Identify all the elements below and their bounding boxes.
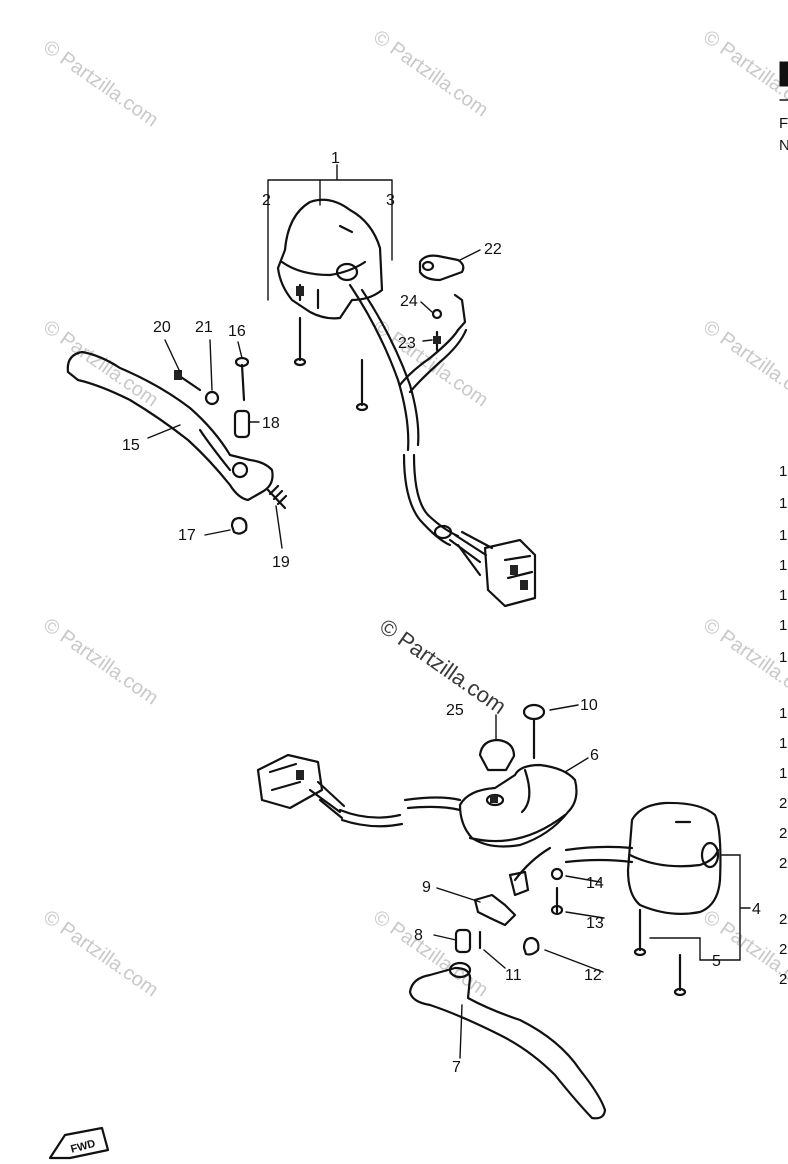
callout-19: 19 (272, 554, 290, 571)
callout-2: 2 (262, 192, 271, 209)
edge-digit: 1 (779, 587, 787, 604)
lower-assembly: FWD (48, 703, 751, 1160)
fwd-indicator: FWD (48, 1126, 110, 1160)
washer-24 (431, 308, 443, 320)
watermark-layer: © Partzilla.com © Partzilla.com © Partzi… (39, 26, 788, 1001)
collar-8 (454, 928, 472, 954)
edge-digit: 1 (779, 557, 787, 574)
edge-digit: 2 (779, 941, 787, 958)
edge-digit: 2 (779, 795, 787, 812)
edge-digit: 2 (779, 855, 787, 872)
callout-21: 21 (195, 319, 213, 336)
callout-14: 14 (586, 875, 604, 892)
callout-20: 20 (153, 319, 171, 336)
callout-4: 4 (752, 901, 761, 918)
watermark-text: © Partzilla.com (369, 316, 492, 411)
nut-17 (230, 516, 248, 535)
edge-digit: 1 (779, 495, 787, 512)
callout-10: 10 (580, 697, 598, 714)
edge-digit: 1 (779, 735, 787, 752)
callout-11: 11 (505, 967, 522, 984)
callout-6: 6 (590, 747, 599, 764)
watermark-text: © Partzilla.com (369, 906, 492, 1001)
callout-8: 8 (414, 927, 423, 944)
callout-25: 25 (446, 702, 464, 719)
edge-letter: F (779, 115, 788, 132)
edge-digit: 1 (779, 463, 787, 480)
callout-15: 15 (122, 437, 140, 454)
callout-5: 5 (712, 953, 721, 970)
callout-17: 17 (178, 527, 196, 544)
edge-digit: 2 (779, 971, 787, 988)
upper-assembly (66, 164, 537, 608)
connector-lower (256, 753, 346, 820)
callout-18: 18 (262, 415, 280, 432)
watermark-text: © Partzilla.com (699, 26, 788, 121)
bolt-16 (240, 363, 246, 402)
callout-1: 1 (331, 150, 340, 167)
callout-23: 23 (398, 335, 416, 352)
edge-digit: 2 (779, 825, 787, 842)
nut-21 (204, 390, 220, 406)
clutch-lever (66, 350, 274, 502)
wire-lower (338, 796, 462, 819)
bracket-1 (267, 164, 393, 301)
edge-block (779, 61, 788, 87)
master-cylinder-housing (458, 763, 578, 848)
edge-digit: 2 (779, 911, 787, 928)
watermark-text: © Partzilla.com (39, 614, 162, 709)
callout-16: 16 (228, 323, 246, 340)
edge-digit: 1 (779, 527, 787, 544)
wire-harness (348, 283, 410, 452)
spring-19 (266, 484, 288, 510)
edge-letter: N (779, 137, 788, 154)
nut-12 (522, 936, 540, 956)
connector-upper (483, 538, 537, 608)
callout-13: 13 (586, 915, 604, 932)
callout-12: 12 (584, 967, 602, 984)
collar-18 (233, 409, 251, 439)
edge-digit: 1 (779, 617, 787, 634)
clutch-switch (398, 254, 468, 394)
edge-digit: 1 (779, 705, 787, 722)
watermark-text: © Partzilla.com (369, 26, 492, 121)
callout-24: 24 (400, 293, 418, 310)
edge-digit: 1 (779, 649, 787, 666)
right-edge-parts-list: F N 1 1 1 1 1 1 1 1 1 1 2 2 2 2 2 2 (779, 61, 788, 988)
watermark-text: © Partzilla.com (39, 316, 162, 411)
watermark-text: © Partzilla.com (699, 316, 788, 411)
bolt-10-head (522, 703, 546, 721)
lever-bracket-9 (473, 893, 517, 927)
callout-3: 3 (386, 192, 395, 209)
edge-digit: 1 (779, 765, 787, 782)
callout-labels: 1 2 3 22 24 23 20 21 16 18 15 17 19 10 2… (122, 150, 761, 1076)
cap-25 (478, 738, 516, 772)
bracket-4 (699, 854, 751, 961)
brake-lever (408, 961, 607, 1120)
callout-22: 22 (484, 241, 502, 258)
callout-9: 9 (422, 879, 431, 896)
watermark-center: © Partzilla.com (375, 614, 511, 720)
switch-housing (276, 198, 384, 320)
watermark-text: © Partzilla.com (699, 614, 788, 709)
washer-14 (550, 867, 564, 881)
callout-7: 7 (452, 1059, 461, 1076)
right-switch-housing (564, 801, 722, 915)
watermark-text: © Partzilla.com (39, 36, 162, 131)
watermark-text: © Partzilla.com (39, 906, 162, 1001)
